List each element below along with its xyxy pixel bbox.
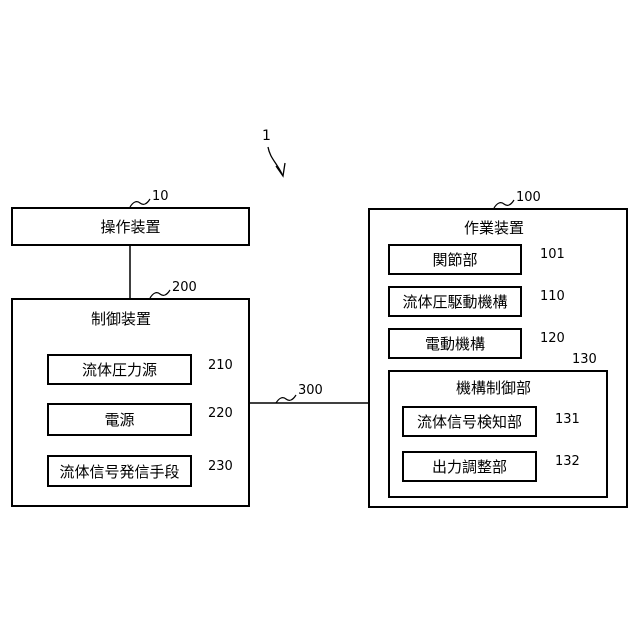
fluid-signal-detector-ref: 131: [555, 412, 580, 427]
joint-unit-box: 関節部: [388, 244, 522, 275]
fluid-signal-transmitter-box: 流体信号発信手段: [47, 455, 192, 487]
work-device-ref: 100: [516, 190, 541, 205]
power-supply-label: 電源: [104, 409, 134, 430]
fluid-signal-detector-label: 流体信号検知部: [417, 411, 522, 432]
power-supply-ref: 220: [208, 406, 233, 421]
fluid-drive-mechanism-ref: 110: [540, 289, 565, 304]
fluid-drive-mechanism-label: 流体圧駆動機構: [402, 291, 507, 312]
power-supply-box: 電源: [47, 403, 192, 436]
fluid-drive-mechanism-box: 流体圧駆動機構: [388, 286, 522, 317]
joint-unit-ref: 101: [540, 247, 565, 262]
output-adjuster-ref: 132: [555, 454, 580, 469]
fluid-pressure-source-box: 流体圧力源: [47, 354, 192, 385]
joint-unit-label: 関節部: [432, 249, 477, 270]
electric-mechanism-ref: 120: [540, 331, 565, 346]
output-adjuster-box: 出力調整部: [402, 451, 537, 482]
fluid-signal-transmitter-ref: 230: [208, 459, 233, 474]
operation-device-box: 操作装置: [11, 207, 250, 246]
electric-mechanism-label: 電動機構: [425, 333, 485, 354]
fluid-signal-detector-box: 流体信号検知部: [402, 406, 537, 437]
operation-device-ref: 10: [152, 189, 169, 204]
fluid-signal-transmitter-label: 流体信号発信手段: [59, 461, 179, 482]
electric-mechanism-box: 電動機構: [388, 328, 522, 359]
fluid-pressure-source-ref: 210: [208, 358, 233, 373]
control-device-ref: 200: [172, 280, 197, 295]
work-device-label: 作業装置: [464, 217, 524, 238]
mechanism-controller-ref: 130: [572, 352, 597, 367]
operation-device-label: 操作装置: [100, 216, 160, 237]
output-adjuster-label: 出力調整部: [432, 456, 507, 477]
connection-ref: 300: [298, 383, 323, 398]
fluid-pressure-source-label: 流体圧力源: [82, 359, 157, 380]
system-ref: 1: [262, 128, 271, 144]
control-device-label: 制御装置: [91, 308, 151, 329]
mechanism-controller-label: 機構制御部: [456, 377, 531, 398]
